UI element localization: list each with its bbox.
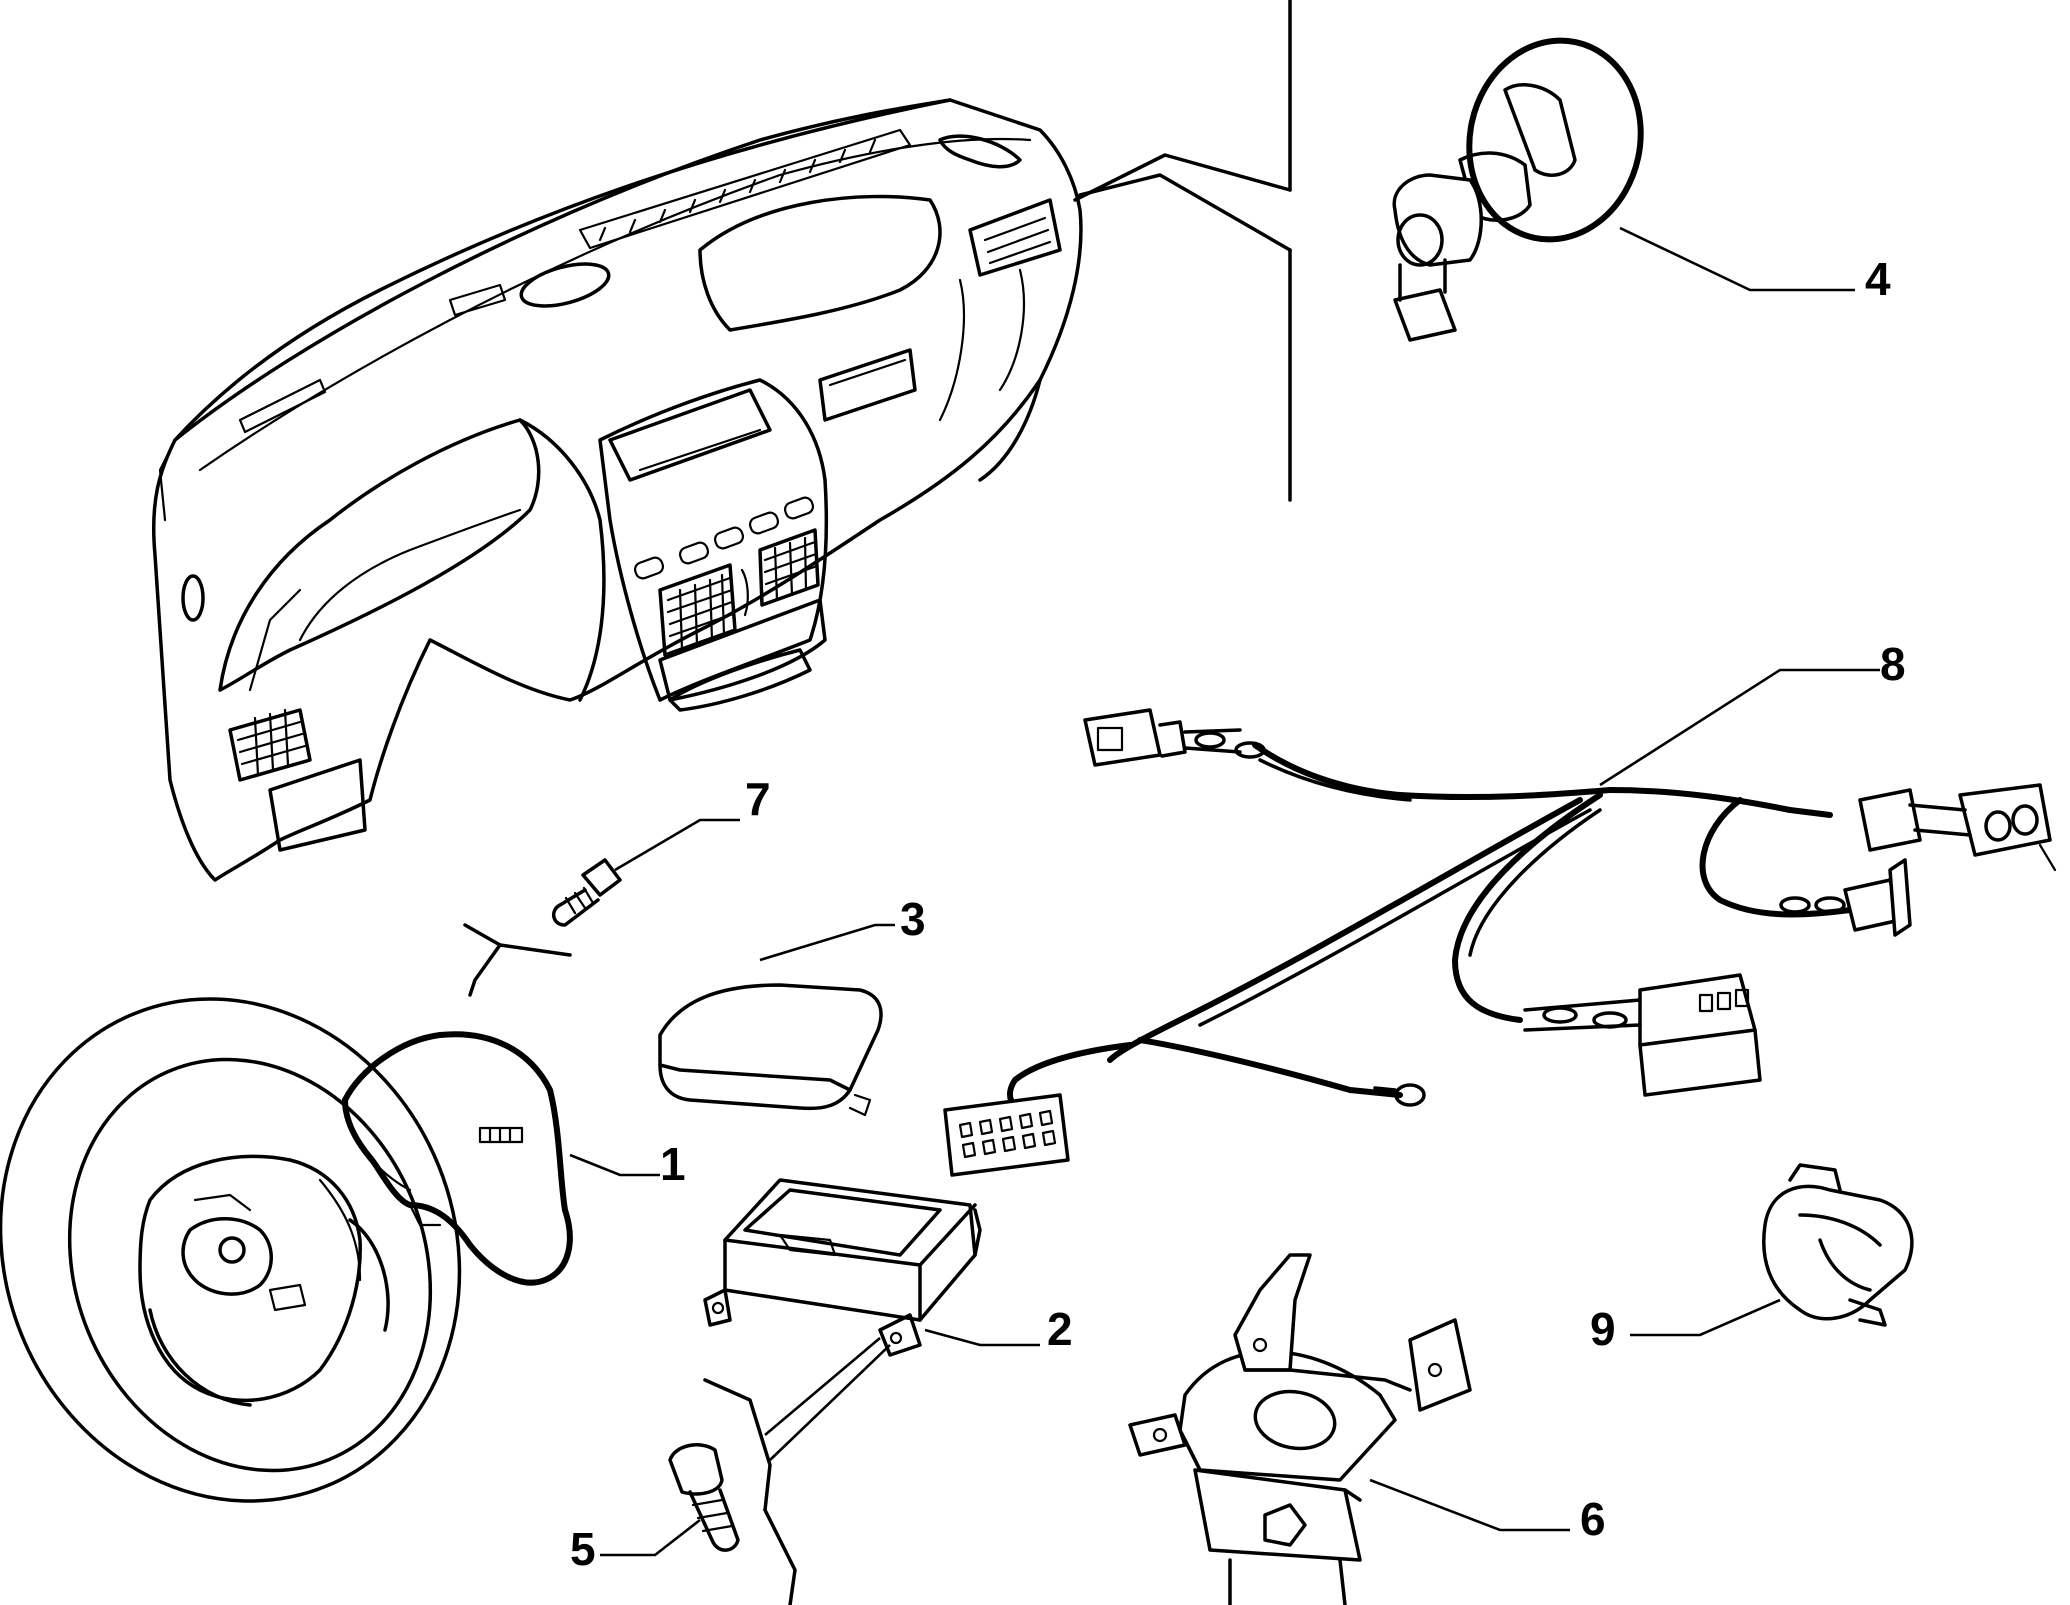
dashboard-illustration	[151, 0, 1292, 882]
passenger-airbag-module	[658, 983, 883, 1117]
steering-wheel-illustration	[0, 997, 462, 1503]
airbag-control-unit	[703, 1178, 982, 1357]
callout-2: 2	[1047, 1303, 1073, 1355]
callout-1: 1	[660, 1138, 686, 1190]
clock-spring	[1392, 37, 1644, 342]
leader-lines	[569, 226, 1880, 1557]
callout-7: 7	[745, 773, 771, 825]
harness-clip	[1762, 1163, 1914, 1327]
driver-airbag-module	[342, 923, 573, 1286]
callout-3: 3	[900, 893, 926, 945]
callout-9: 9	[1590, 1303, 1616, 1355]
callout-8: 8	[1880, 638, 1906, 690]
mounting-bracket	[1128, 1253, 1472, 1605]
callout-6: 6	[1580, 1493, 1606, 1545]
screw	[552, 858, 622, 927]
callout-4: 4	[1865, 253, 1891, 305]
callout-labels: 1 2 3 4 5 6 7 8 9	[570, 253, 1906, 1575]
callout-5: 5	[570, 1523, 596, 1575]
wiring-harness	[943, 708, 2057, 1177]
bolt	[668, 1378, 797, 1605]
